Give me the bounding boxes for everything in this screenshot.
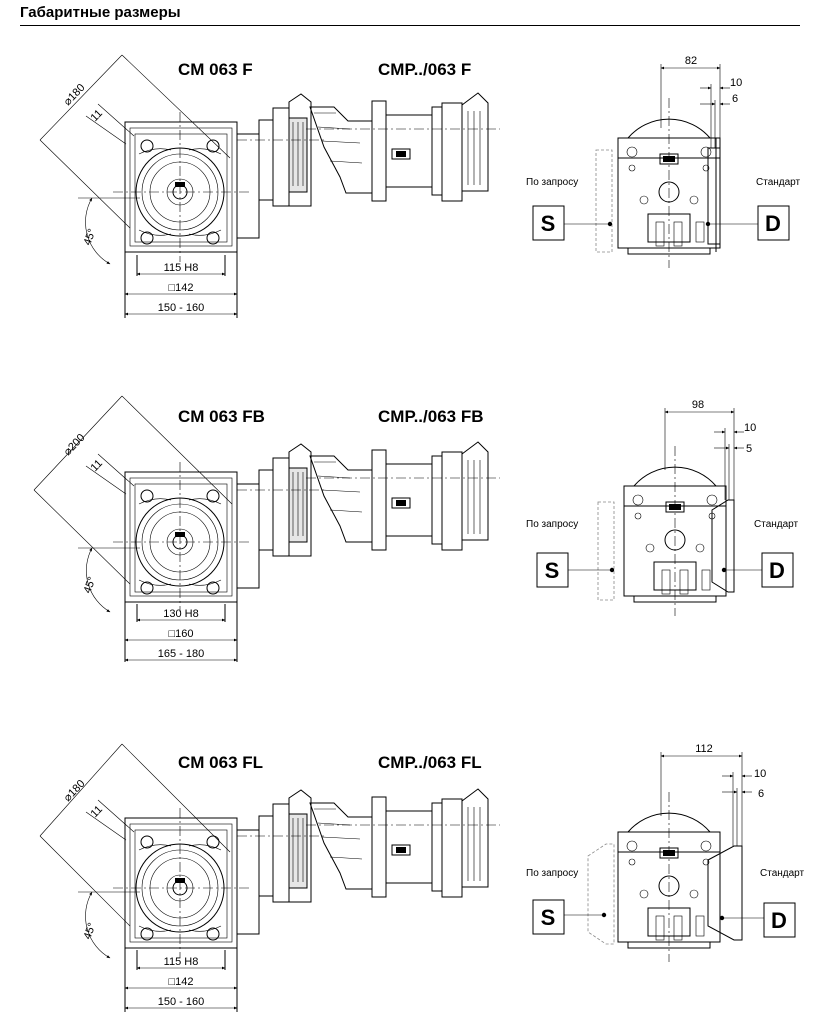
diameter-label: ⌀200 bbox=[62, 432, 88, 458]
offset-11-label: 11 bbox=[89, 804, 106, 821]
section-cm063fb bbox=[33, 395, 501, 662]
letter-d: D bbox=[769, 558, 785, 583]
title-divider bbox=[20, 25, 800, 26]
side-view-1 bbox=[532, 64, 790, 269]
letter-s: S bbox=[545, 558, 560, 583]
model-label-cmp: CMP../063 F bbox=[378, 60, 471, 79]
model-label-cm: CM 063 F bbox=[178, 60, 253, 79]
dsmall-label: 5 bbox=[746, 443, 752, 455]
d10-label: 10 bbox=[730, 77, 742, 89]
model-label-cmp: CMP../063 FL bbox=[378, 753, 482, 772]
offset-label: 98 bbox=[692, 399, 704, 411]
square-label: □142 bbox=[169, 282, 194, 294]
angle-label: 45° bbox=[82, 575, 99, 595]
angle-label: 45° bbox=[82, 227, 99, 247]
range-label: 165 - 180 bbox=[158, 648, 204, 660]
page-title: Габаритные размеры bbox=[20, 4, 181, 21]
model-label-cm: CM 063 FB bbox=[178, 407, 265, 426]
on-request-label: По запросу bbox=[526, 519, 578, 530]
fit-label: 115 H8 bbox=[164, 262, 199, 274]
diameter-label: ⌀180 bbox=[62, 778, 88, 804]
standard-label: Стандарт bbox=[760, 868, 805, 879]
range-label: 150 - 160 bbox=[158, 302, 204, 314]
section-cm063f bbox=[39, 54, 501, 318]
dsmall-label: 6 bbox=[732, 93, 738, 105]
standard-label: Стандарт bbox=[756, 177, 801, 188]
standard-label: Стандарт bbox=[754, 519, 799, 530]
range-label: 150 - 160 bbox=[158, 996, 204, 1008]
fit-label: 115 H8 bbox=[164, 956, 199, 968]
offset-label: 82 bbox=[685, 55, 697, 67]
on-request-label: По запросу bbox=[526, 177, 578, 188]
letter-d: D bbox=[765, 211, 781, 236]
d10-label: 10 bbox=[754, 768, 766, 780]
dsmall-label: 6 bbox=[758, 788, 764, 800]
fit-label: 130 H8 bbox=[163, 608, 198, 620]
letter-d: D bbox=[771, 908, 787, 933]
angle-label: 45° bbox=[82, 921, 99, 941]
letter-s: S bbox=[541, 905, 556, 930]
d10-label: 10 bbox=[744, 422, 756, 434]
on-request-label: По запросу bbox=[526, 868, 578, 879]
model-label-cm: CM 063 FL bbox=[178, 753, 263, 772]
offset-11-label: 11 bbox=[89, 458, 106, 475]
side-view-2 bbox=[536, 408, 794, 617]
square-label: □160 bbox=[169, 628, 194, 640]
offset-11-label: 11 bbox=[89, 108, 106, 125]
side-view-3 bbox=[532, 752, 796, 963]
model-label-cmp: CMP../063 FB bbox=[378, 407, 484, 426]
section-cm063fl bbox=[39, 743, 501, 1012]
square-label: □142 bbox=[169, 976, 194, 988]
offset-label: 112 bbox=[695, 743, 713, 755]
letter-s: S bbox=[541, 211, 556, 236]
